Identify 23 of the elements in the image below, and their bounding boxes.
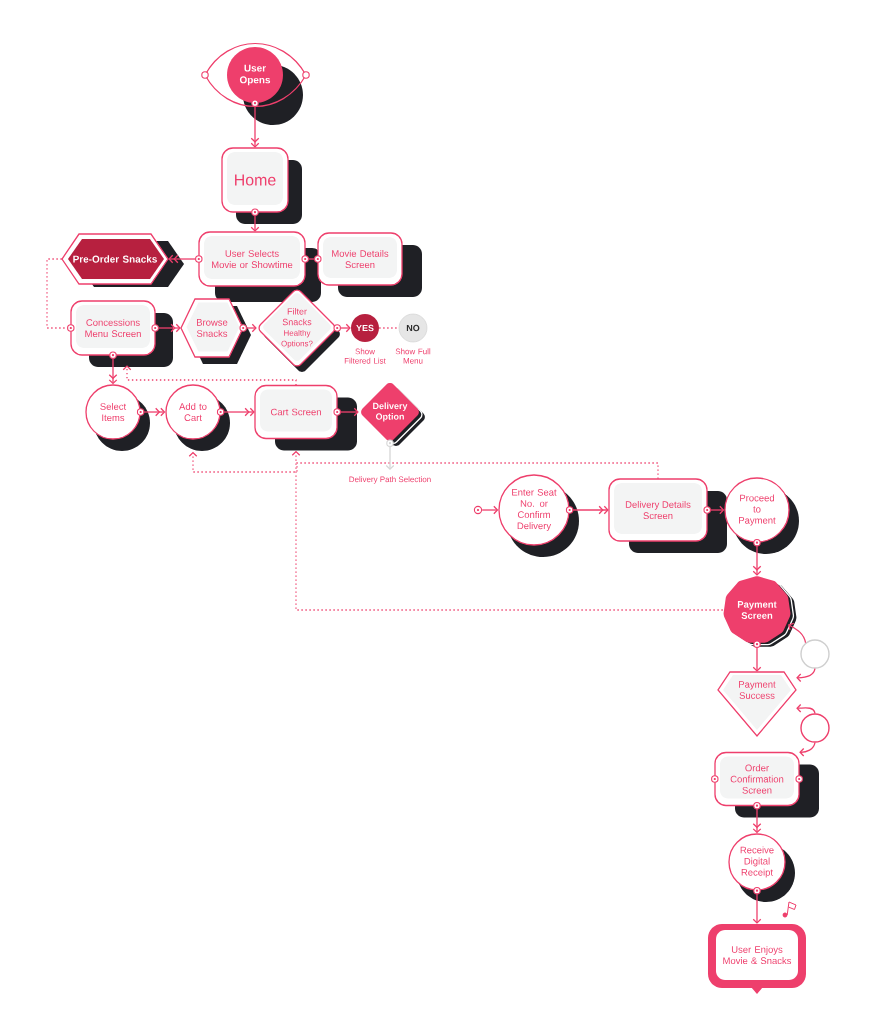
loop-circle — [800, 713, 830, 743]
arrow — [796, 668, 816, 683]
arrow — [223, 407, 255, 417]
arrow — [799, 742, 816, 757]
arrow — [250, 105, 260, 148]
arrow — [339, 323, 351, 333]
end-card: User Enjoys Movie & Snacks — [708, 924, 806, 994]
arrow — [752, 893, 762, 924]
arrow — [752, 646, 762, 672]
arrow — [481, 505, 499, 515]
arrow — [385, 445, 395, 470]
hexagon-box: Pre-Order Snacks — [61, 233, 184, 287]
dotted-arrow — [291, 450, 724, 611]
dotted-connector — [46, 258, 69, 329]
dotted-arrow — [188, 451, 659, 480]
port-ring — [473, 505, 483, 515]
arrow — [168, 254, 197, 264]
dotted-arrow — [122, 365, 297, 386]
arrow — [572, 505, 609, 515]
arrow — [752, 545, 762, 576]
arrow — [796, 703, 816, 714]
loop-circle — [800, 639, 830, 669]
dotted-connector — [378, 327, 400, 329]
